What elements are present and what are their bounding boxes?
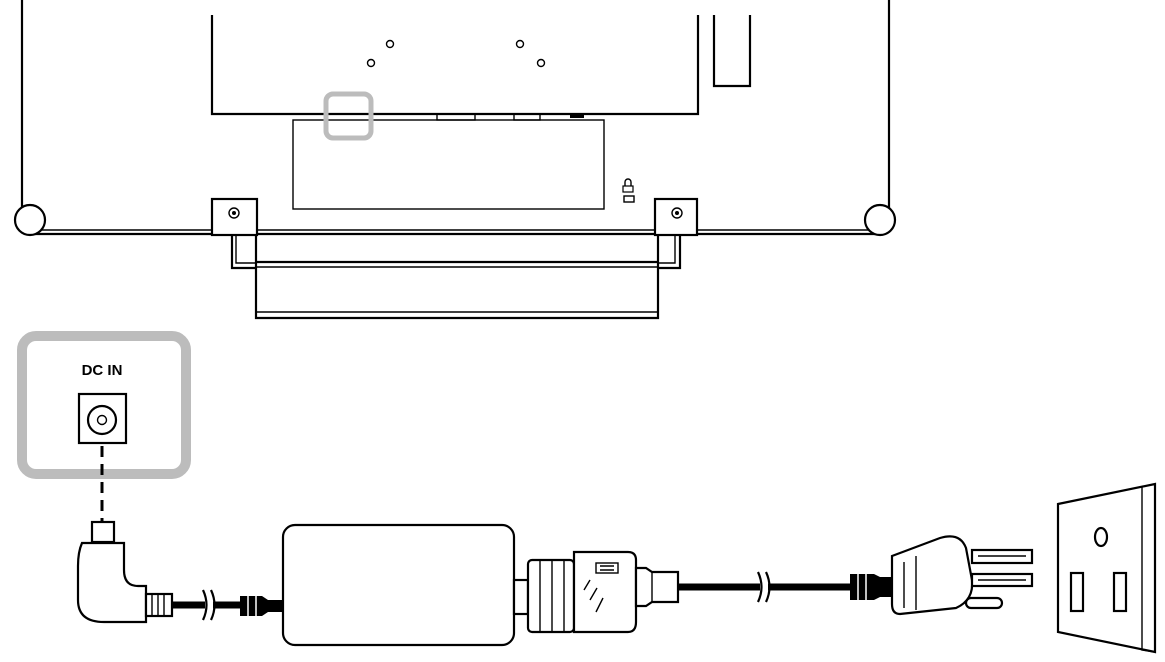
dc-in-label: DC IN bbox=[82, 362, 123, 379]
power-adapter-brick bbox=[281, 523, 516, 647]
monitor-stand-base bbox=[230, 236, 682, 320]
dc-output-cable bbox=[172, 589, 282, 621]
left-rubber-foot bbox=[13, 203, 47, 237]
right-stand-bracket bbox=[653, 197, 699, 237]
right-rubber-foot bbox=[863, 203, 897, 237]
vesa-mount-holes bbox=[366, 39, 546, 68]
ac-power-cord bbox=[678, 571, 892, 603]
wall-outlet bbox=[1056, 482, 1157, 654]
lock-icon bbox=[622, 178, 635, 203]
left-stand-bracket bbox=[210, 197, 259, 237]
wall-plug bbox=[890, 535, 1034, 616]
dc-in-port-panel: DC IN bbox=[17, 331, 191, 479]
io-cover bbox=[292, 119, 605, 210]
ac-inlet-connector bbox=[512, 550, 680, 634]
monitor-rear bbox=[13, 0, 897, 320]
dc-in-location-highlight bbox=[323, 91, 374, 141]
dc-in-jack bbox=[77, 392, 128, 445]
dc-barrel-plug bbox=[76, 520, 174, 624]
